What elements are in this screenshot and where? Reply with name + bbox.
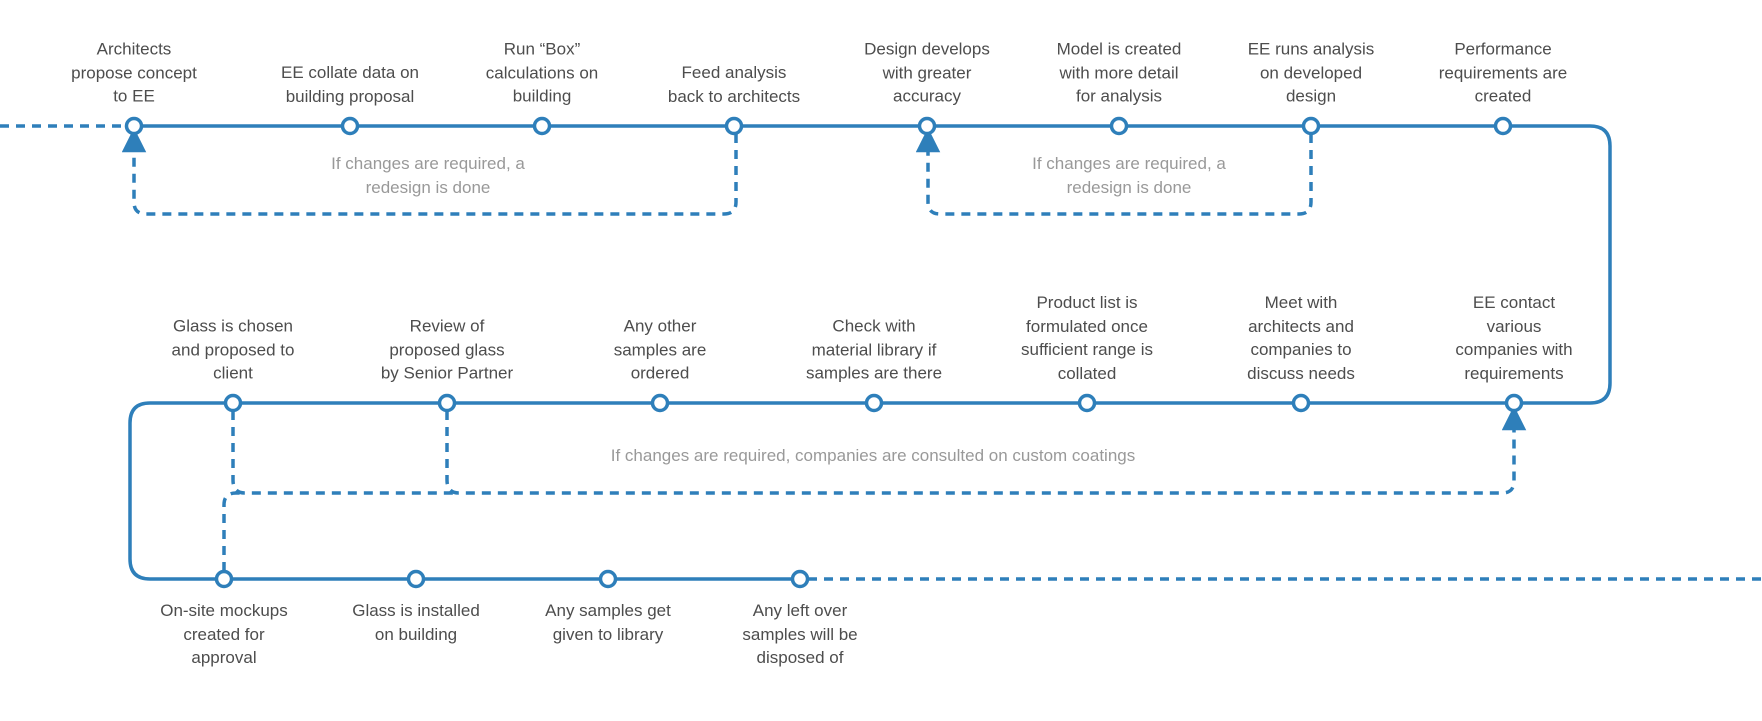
step-label-10: Meet with architects and companies to di…: [1247, 293, 1355, 383]
step-label-11: Product list is formulated once sufficie…: [1021, 293, 1153, 383]
step-label-6: Model is created with more detail for an…: [1056, 39, 1182, 106]
step-node-8: [1493, 116, 1513, 136]
loop-note-3: If changes are required, companies are c…: [610, 446, 1136, 465]
step-node-12: [864, 393, 884, 413]
step-node-6: [1109, 116, 1129, 136]
step-label-5: Design develops with greater accuracy: [864, 39, 990, 106]
step-node-16: [214, 569, 234, 589]
step-label-19: Any left over samples will be disposed o…: [742, 601, 858, 667]
step-label-14: Review of proposed glass by Senior Partn…: [380, 316, 514, 383]
loop-custom-coatings-mockup: [222, 491, 245, 571]
step-node-9: [1504, 393, 1524, 413]
step-node-17: [406, 569, 426, 589]
step-node-5: [917, 116, 937, 136]
step-label-12: Check with material library if samples a…: [805, 316, 943, 383]
step-label-2: EE collate data on building proposal: [281, 63, 419, 106]
step-node-14: [437, 393, 457, 413]
step-node-18: [598, 569, 618, 589]
loop-redesign-2: [915, 127, 1313, 216]
loop-custom-coatings-branch: [231, 411, 459, 495]
step-node-2: [340, 116, 360, 136]
step-node-11: [1077, 393, 1097, 413]
step-node-10: [1291, 393, 1311, 413]
step-node-19: [790, 569, 810, 589]
loop-note-1: If changes are required, a redesign is d…: [331, 154, 525, 197]
step-label-3: Run “Box” calculations on building: [485, 39, 599, 106]
step-label-16: On-site mockups created for approval: [160, 601, 288, 667]
step-node-4: [724, 116, 744, 136]
loop-custom-coatings: [445, 405, 1527, 495]
step-node-7: [1301, 116, 1321, 136]
step-node-13: [650, 393, 670, 413]
loop-note-2: If changes are required, a redesign is d…: [1032, 154, 1226, 197]
step-node-15: [223, 393, 243, 413]
step-label-4: Feed analysis back to architects: [667, 63, 801, 106]
step-node-1: [124, 116, 144, 136]
step-label-15: Glass is chosen and proposed to client: [171, 316, 295, 383]
step-label-1: Architects propose concept to EE: [71, 39, 197, 106]
step-node-3: [532, 116, 552, 136]
step-label-8: Performance requirements are created: [1438, 39, 1568, 106]
step-label-13: Any other samples are ordered: [613, 316, 707, 383]
step-label-17: Glass is installed on building: [352, 601, 480, 644]
step-label-18: Any samples get given to library: [545, 601, 671, 644]
step-label-7: EE runs analysis on developed design: [1247, 39, 1375, 106]
step-label-9: EE contact various companies with requir…: [1455, 293, 1573, 383]
loop-redesign-1: [121, 127, 738, 216]
